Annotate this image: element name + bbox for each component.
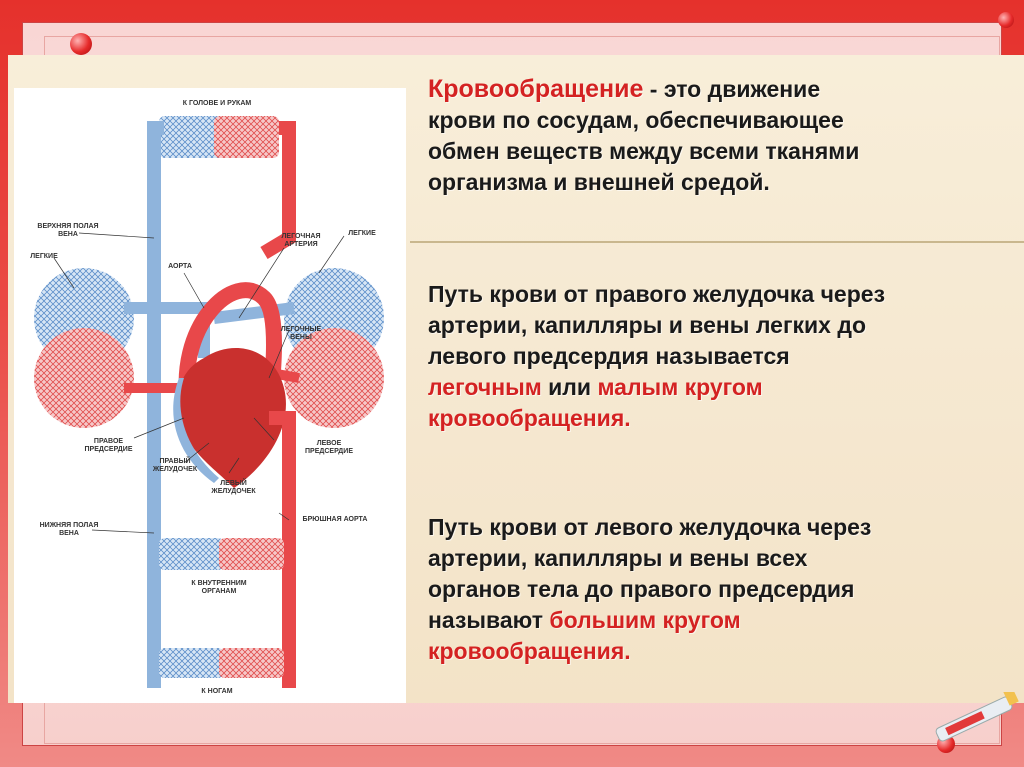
definition-line-1: Кровообращение - это движение <box>428 74 1008 105</box>
label-internal-organs: К ВНУТРЕННИМ ОРГАНАМ <box>191 580 247 595</box>
small-circle-line-4: легочным или малым кругом <box>428 372 1018 403</box>
syringe-decor-icon <box>935 692 1019 742</box>
big-circle-line-2: артерии, капилляры и вены всех <box>428 545 808 571</box>
lung-left-red <box>34 328 134 428</box>
label-left-atrium: ЛЕВОЕ ПРЕДСЕРДИЕ <box>305 440 353 455</box>
small-circle-line-5: кровообращения. <box>428 405 631 431</box>
big-circle-called: называют <box>428 607 550 633</box>
capillaries-head-artery <box>214 116 279 158</box>
lung-right-red <box>284 328 384 428</box>
term-big-circle: большим кругом <box>549 607 741 633</box>
label-lungs-right: ЛЕГКИЕ <box>348 230 376 237</box>
section-divider <box>410 241 1024 243</box>
abdominal-aorta-vessel <box>269 411 296 688</box>
label-right-atrium: ПРАВОЕ ПРЕДСЕРДИЕ <box>84 438 133 453</box>
small-circle-line-3: левого предсердия называется <box>428 343 790 369</box>
label-legs: К НОГАМ <box>201 688 233 695</box>
capillaries-head-vein <box>159 116 224 158</box>
capillaries-organs-vein <box>159 538 224 570</box>
definition-line-3: обмен веществ между всеми тканями <box>428 138 860 164</box>
label-pulmonary-veins: ЛЕГОЧНЫЕ ВЕНЫ <box>280 326 322 341</box>
big-circle-line-1: Путь крови от левого желудочка через <box>428 514 872 540</box>
label-right-ventricle: ПРАВЫЙ ЖЕЛУДОЧЕК <box>152 458 198 473</box>
capillaries-legs-vein <box>159 648 224 678</box>
pulmonary-artery-right <box>213 302 295 324</box>
capillaries-organs-artery <box>219 538 284 570</box>
label-left-ventricle: ЛЕВЫЙ ЖЕЛУДОЧЕК <box>211 480 256 495</box>
small-circle-block: Путь крови от правого желудочка через ар… <box>428 279 1018 434</box>
label-pulmonary-artery: ЛЕГОЧНАЯ АРТЕРИЯ <box>281 233 321 248</box>
definition-line-4: организма и внешней средой. <box>428 169 770 195</box>
big-circle-line-3: органов тела до правого предсердия <box>428 576 855 602</box>
big-circle-line-4: называют большим кругом <box>428 605 1018 636</box>
big-circle-line-5: кровообращения. <box>428 638 631 664</box>
definition-line-2: крови по сосудам, обеспечивающее <box>428 107 844 133</box>
leader-lines <box>53 232 345 534</box>
definition-rest: - это движение <box>643 76 821 102</box>
term-pulmonary: легочным <box>428 374 542 400</box>
capillaries-legs-artery <box>219 648 284 678</box>
circulation-svg <box>34 116 384 688</box>
small-circle-line-1: Путь крови от правого желудочка через <box>428 281 886 307</box>
heart-right-side <box>173 378 219 483</box>
label-head-arms: К ГОЛОВЕ И РУКАМ <box>182 100 252 107</box>
small-circle-line-2: артерии, капилляры и вены легких до <box>428 312 866 338</box>
term-small-circle: малым кругом <box>597 374 763 400</box>
small-circle-or: или <box>541 374 598 400</box>
label-lungs-left: ЛЕГКИЕ <box>30 253 58 260</box>
label-abdominal-aorta: БРЮШНАЯ АОРТА <box>302 516 368 523</box>
definition-block: Кровообращение - это движение крови по с… <box>428 74 1008 198</box>
superior-vena-vessel <box>147 121 164 418</box>
label-aorta: АОРТА <box>168 263 192 270</box>
label-superior-vena: ВЕРХНЯЯ ПОЛАЯ ВЕНА <box>37 223 99 238</box>
aortic-arch-up <box>260 121 296 260</box>
definition-term: Кровообращение <box>428 75 644 103</box>
decor-bead <box>70 33 92 55</box>
big-circle-block: Путь крови от левого желудочка через арт… <box>428 512 1018 667</box>
heart <box>177 348 286 488</box>
label-inferior-vena: НИЖНЯЯ ПОЛАЯ ВЕНА <box>39 522 99 537</box>
decor-bead <box>998 12 1014 28</box>
circulation-diagram: К ГОЛОВЕ И РУКАМ ВЕРХНЯЯ ПОЛАЯ ВЕНА ЛЕГК… <box>14 88 406 703</box>
